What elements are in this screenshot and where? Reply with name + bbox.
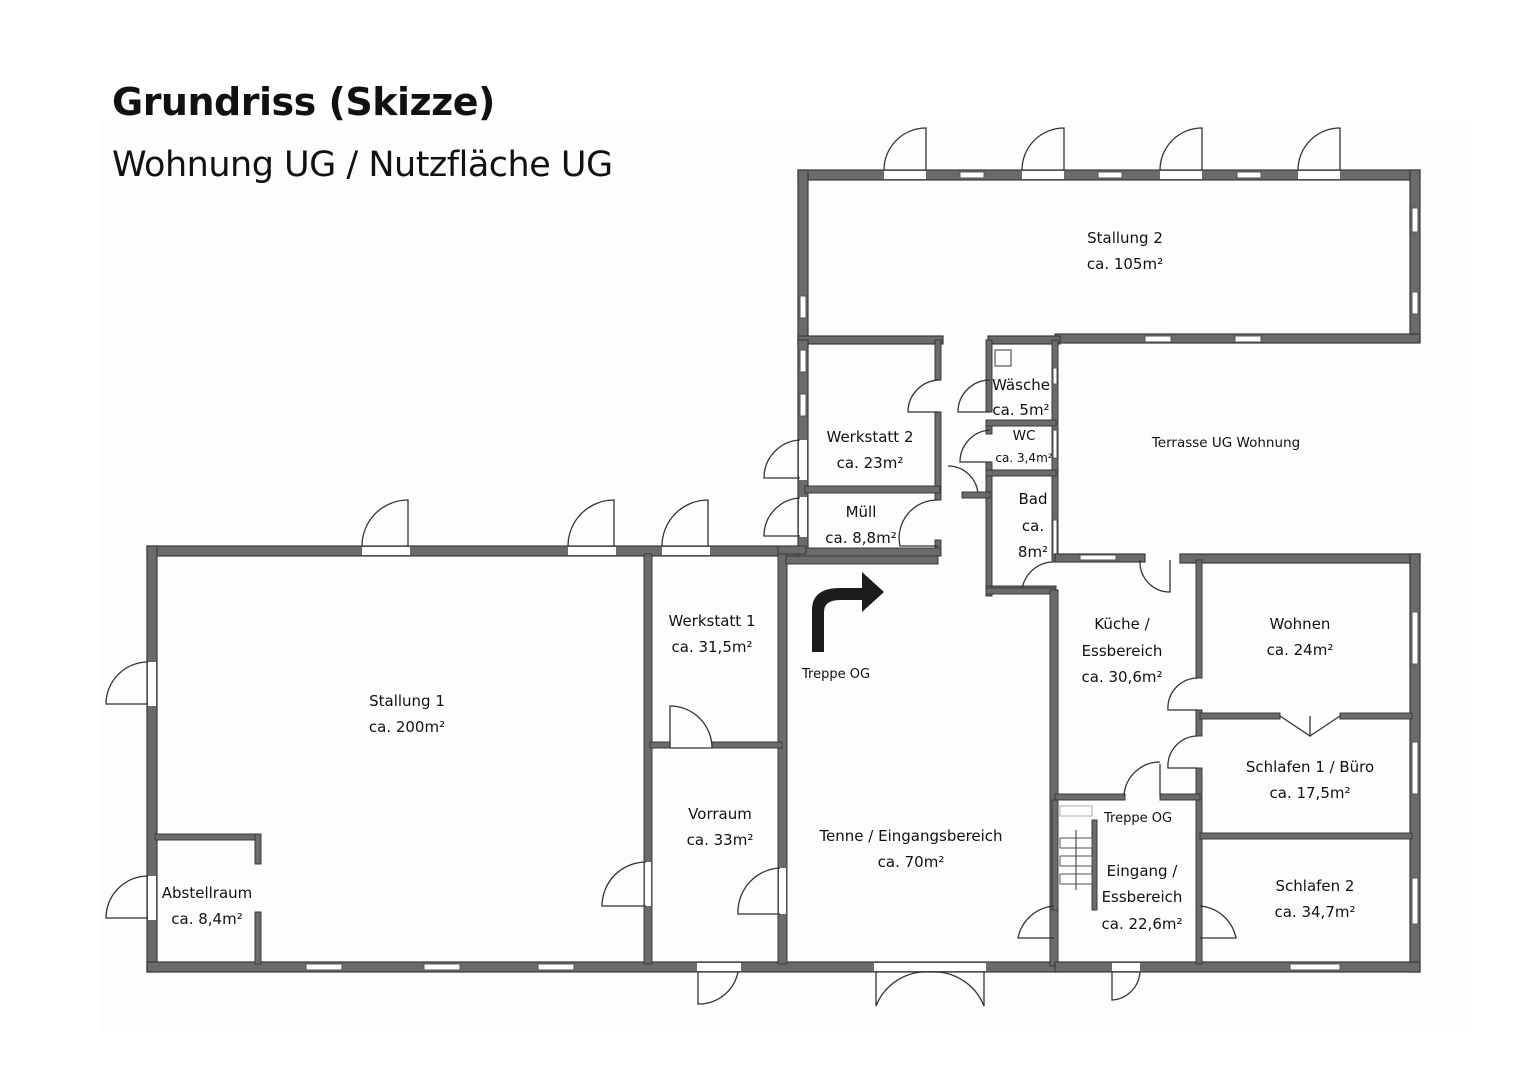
room-muell-area: ca. 8,8m² (825, 529, 896, 547)
room-stallung2-area: ca. 105m² (1087, 255, 1163, 273)
werkstatt2-doors (763, 379, 979, 547)
room-abstellraum-name: Abstellraum (162, 884, 253, 902)
room-wohnen-name: Wohnen (1270, 615, 1331, 633)
room-eingang-area: ca. 22,6m² (1102, 915, 1183, 933)
room-schlafen1-area: ca. 17,5m² (1270, 784, 1351, 802)
room-werkstatt2-area: ca. 23m² (837, 454, 904, 472)
stallung2-doors (883, 127, 1341, 171)
room-waesche-area: ca. 5m² (992, 401, 1049, 419)
laundry-icon (994, 349, 1012, 367)
room-schlafen2-area: ca. 34,7m² (1275, 903, 1356, 921)
stallung2-walls (797, 169, 1421, 347)
room-schlafen1-name: Schlafen 1 / Büro (1246, 758, 1374, 776)
room-eingang-name-1: Eingang / (1107, 862, 1179, 880)
room-schlafen2-name: Schlafen 2 (1276, 877, 1355, 895)
tenne-walls (777, 545, 1059, 967)
apartment-walls (1051, 553, 1421, 973)
room-stallung2-name: Stallung 2 (1087, 229, 1163, 247)
room-bad-area-line2: 8m² (1018, 543, 1048, 561)
room-vorraum-area: ca. 33m² (687, 831, 754, 849)
room-kueche-name-2: Essbereich (1082, 642, 1163, 660)
werkstatt2-walls (797, 339, 942, 557)
page-title: Grundriss (Skizze) (112, 80, 495, 124)
room-stallung1-area: ca. 200m² (369, 718, 445, 736)
room-wohnen-area: ca. 24m² (1267, 641, 1334, 659)
room-terrasse-name: Terrasse UG Wohnung (1151, 435, 1300, 451)
room-stallung1-name: Stallung 1 (369, 692, 445, 710)
room-muell-name: Müll (846, 503, 877, 521)
room-wc-name: WC (1013, 428, 1036, 444)
room-tenne-area: ca. 70m² (878, 853, 945, 871)
stallung1-doors (105, 499, 985, 1007)
room-bad-name: Bad (1018, 490, 1047, 508)
stallung1-walls (146, 545, 1058, 973)
stairs-label-tenne: Treppe OG (801, 667, 870, 682)
wet-rooms-doors (957, 379, 1053, 591)
room-werkstatt2-name: Werkstatt 2 (827, 428, 914, 446)
room-kueche-area: ca. 30,6m² (1082, 668, 1163, 686)
stairs-label-eingang: Treppe OG (1103, 811, 1172, 826)
page-subtitle: Wohnung UG / Nutzfläche UG (112, 145, 613, 185)
room-tenne-name: Tenne / Eingangsbereich (818, 827, 1002, 845)
room-waesche-name: Wäsche (992, 376, 1050, 394)
room-bad-area-line1: ca. (1022, 517, 1044, 535)
room-eingang-name-2: Essbereich (1102, 888, 1183, 906)
apartment-doors (1017, 559, 1341, 1001)
room-abstellraum-area: ca. 8,4m² (171, 910, 242, 928)
room-vorraum-name: Vorraum (688, 805, 752, 823)
room-kueche-name-1: Küche / (1094, 615, 1150, 633)
stairs-arrow-icon (812, 572, 884, 652)
room-werkstatt1-name: Werkstatt 1 (669, 612, 756, 630)
room-wc-area: ca. 3,4m² (995, 451, 1052, 465)
room-werkstatt1-area: ca. 31,5m² (672, 638, 753, 656)
